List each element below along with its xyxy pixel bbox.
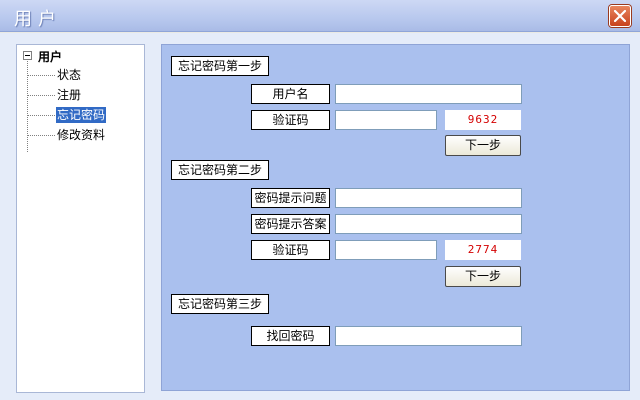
username-input[interactable] — [335, 84, 522, 104]
captcha2-label: 验证码 — [251, 240, 330, 260]
sidebar-item-status[interactable]: 状态 — [57, 68, 82, 82]
captcha2-input[interactable] — [335, 240, 437, 260]
step2-next-button[interactable]: 下一步 — [445, 266, 521, 287]
tree-line — [27, 61, 28, 152]
sidebar-item-register[interactable]: 注册 — [57, 88, 82, 102]
close-icon — [614, 10, 626, 22]
sidebar-item-edit-profile[interactable]: 修改资料 — [57, 128, 106, 142]
step3-title: 忘记密码第三步 — [171, 294, 270, 314]
tree-root-users[interactable]: 用户 — [38, 50, 63, 64]
window-title: 用户 — [14, 9, 62, 30]
sidebar-item-forgot-password[interactable]: 忘记密码 — [56, 107, 107, 123]
window-body: 用户 状态 注册 忘记密码 修改资料 忘记密码第一步 用户名 验证码 9632 … — [0, 33, 640, 400]
recover-label: 找回密码 — [251, 326, 330, 346]
collapse-toggle[interactable] — [23, 51, 32, 60]
answer-label: 密码提示答案 — [251, 214, 330, 234]
username-label: 用户名 — [251, 84, 330, 104]
forgot-password-form: 忘记密码第一步 用户名 验证码 9632 下一步 忘记密码第二步 密码提示问题 … — [161, 44, 630, 391]
tree-line — [28, 135, 55, 136]
title-bar: 用户 — [0, 0, 640, 32]
captcha1-input[interactable] — [335, 110, 437, 130]
question-label: 密码提示问题 — [251, 188, 330, 208]
captcha1-label: 验证码 — [251, 110, 330, 130]
recover-input[interactable] — [335, 326, 522, 346]
tree-line — [28, 75, 55, 76]
step2-title: 忘记密码第二步 — [171, 160, 270, 180]
tree-line — [28, 95, 55, 96]
step1-next-button[interactable]: 下一步 — [445, 135, 521, 156]
captcha1-code[interactable]: 9632 — [445, 110, 521, 130]
captcha2-code[interactable]: 2774 — [445, 240, 521, 260]
step1-title: 忘记密码第一步 — [171, 56, 270, 76]
close-button[interactable] — [609, 5, 631, 27]
answer-input[interactable] — [335, 214, 522, 234]
question-input[interactable] — [335, 188, 522, 208]
tree-line — [28, 115, 55, 116]
sidebar-tree: 用户 状态 注册 忘记密码 修改资料 — [16, 44, 145, 393]
